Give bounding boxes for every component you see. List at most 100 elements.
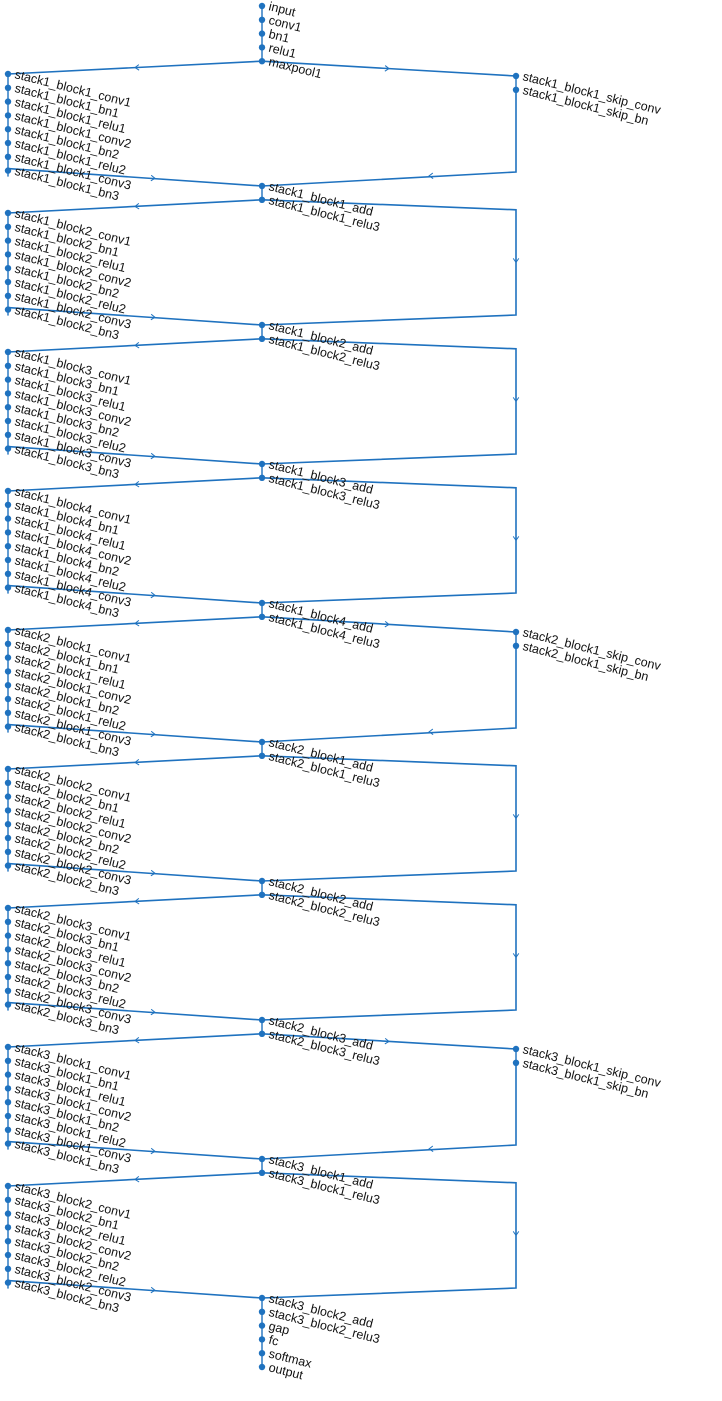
node-bn1 — [258, 30, 266, 37]
block-7-in-arrow — [134, 898, 140, 905]
block-2-identity-edge — [261, 199, 517, 326]
node-stack1-block4-conv1 — [4, 487, 12, 495]
block-5-main-arrow — [150, 730, 156, 738]
block-5-skip-out-arrow — [428, 728, 434, 736]
node-stack2-block1-bn3 — [4, 723, 12, 730]
block-4-in-arrow — [134, 481, 140, 488]
node-fc — [258, 1336, 266, 1343]
node-stack2-block3-add — [258, 1016, 266, 1024]
node-stack2-block1-conv3 — [4, 709, 12, 716]
node-stack3-block1-conv1 — [4, 1043, 12, 1051]
block-9-identity-edge — [261, 1172, 517, 1299]
block-4-main-arrow — [150, 591, 156, 599]
label-relu1: relu1 — [267, 41, 297, 61]
node-stack2-block2-conv2 — [4, 807, 12, 814]
node-stack2-block1-relu1 — [4, 654, 12, 661]
block-9-in-arrow — [134, 1176, 140, 1183]
block-4-main-edge — [7, 584, 263, 604]
label-bn1: bn1 — [267, 27, 291, 46]
block-8-main-edge — [7, 1140, 263, 1160]
graph-edges — [7, 6, 520, 1367]
node-stack2-block1-skip-bn — [512, 642, 520, 649]
block-8-in-arrow — [134, 1037, 140, 1044]
node-stack3-block2-relu3 — [258, 1308, 266, 1316]
block-1-skip-out-arrow — [428, 172, 434, 180]
node-stack1-block3-relu1 — [4, 376, 12, 383]
node-stack1-block1-skip-bn — [512, 86, 520, 94]
block-2-identity-arrow — [512, 258, 520, 264]
node-stack2-block1-add — [258, 738, 266, 746]
block-7-main-arrow — [150, 1008, 156, 1016]
node-stack1-block4-conv2 — [4, 529, 12, 536]
node-stack2-block3-relu1 — [4, 932, 12, 939]
node-stack2-block1-relu2 — [4, 695, 12, 703]
block-3-main-arrow — [150, 452, 156, 460]
node-stack2-block1-skip-conv — [512, 628, 520, 636]
node-stack3-block1-conv2 — [4, 1085, 12, 1092]
node-stack3-block2-bn3 — [4, 1279, 12, 1286]
node-stack3-block2-conv3 — [4, 1265, 12, 1273]
node-stack3-block1-conv3 — [4, 1126, 12, 1134]
block-7-identity-edge — [261, 894, 517, 1021]
node-stack2-block3-relu3 — [258, 1030, 266, 1038]
node-stack3-block2-conv1 — [4, 1182, 12, 1190]
node-relu1 — [258, 44, 266, 51]
node-stack1-block3-bn3 — [4, 445, 12, 452]
block-6-in-arrow — [134, 759, 140, 766]
node-stack3-block1-skip-bn — [512, 1059, 520, 1067]
label-input: input — [267, 0, 297, 20]
block-9-main-arrow — [150, 1286, 156, 1294]
node-stack3-block2-add — [258, 1294, 266, 1302]
node-stack3-block1-add — [258, 1155, 266, 1163]
block-3-main-edge — [7, 445, 263, 465]
block-5-skip-arrow — [384, 620, 390, 628]
node-stack1-block1-conv2 — [4, 112, 12, 119]
node-stack1-block3-relu3 — [258, 474, 266, 481]
node-stack2-block3-bn3 — [4, 1001, 12, 1008]
node-stack1-block2-bn1 — [4, 223, 12, 230]
block-9-identity-arrow — [512, 1231, 520, 1237]
node-stack2-block2-bn2 — [4, 821, 12, 828]
node-stack1-block4-add — [258, 599, 266, 607]
block-7-identity-arrow — [512, 953, 520, 959]
node-gap — [258, 1322, 266, 1329]
label-gap: gap — [267, 1319, 291, 1338]
node-stack1-block2-add — [258, 321, 266, 329]
node-softmax — [258, 1350, 266, 1357]
node-maxpool1 — [258, 58, 266, 65]
node-stack2-block1-bn2 — [4, 682, 12, 689]
node-stack1-block1-relu3 — [258, 196, 266, 203]
block-3-identity-edge — [261, 338, 517, 465]
node-stack1-block4-bn3 — [4, 584, 12, 591]
node-stack2-block1-conv2 — [4, 668, 12, 675]
node-stack1-block4-bn1 — [4, 501, 12, 508]
node-stack2-block3-bn2 — [4, 960, 12, 967]
node-stack1-block2-conv2 — [4, 251, 12, 258]
node-stack1-block1-bn3 — [4, 167, 12, 174]
node-stack3-block2-bn1 — [4, 1196, 12, 1204]
node-stack1-block2-conv1 — [4, 209, 12, 217]
block-6-identity-edge — [261, 755, 517, 882]
node-stack2-block3-conv3 — [4, 987, 12, 994]
block-3-identity-arrow — [512, 397, 520, 403]
block-1-main-arrow — [150, 174, 156, 182]
block-1-main-edge — [7, 167, 263, 187]
graph-nodes — [4, 2, 520, 1371]
node-stack2-block2-relu2 — [4, 834, 12, 842]
node-stack1-block1-bn1 — [4, 84, 12, 92]
node-stack2-block3-bn1 — [4, 918, 12, 925]
block-4-identity-arrow — [512, 536, 520, 542]
node-stack3-block1-relu2 — [4, 1112, 12, 1120]
block-5-main-edge — [7, 723, 263, 743]
node-stack1-block3-bn2 — [4, 404, 12, 411]
block-8-skip-arrow — [384, 1037, 390, 1045]
node-stack3-block2-relu2 — [4, 1251, 12, 1259]
node-stack1-block4-conv3 — [4, 570, 12, 577]
label-maxpool1: maxpool1 — [267, 55, 323, 82]
node-stack1-block1-skip-conv — [512, 72, 520, 80]
block-1-skip-out-edge — [261, 89, 517, 187]
node-stack2-block2-conv1 — [4, 765, 12, 773]
node-stack1-block4-bn2 — [4, 543, 12, 550]
node-stack1-block1-relu1 — [4, 98, 12, 105]
